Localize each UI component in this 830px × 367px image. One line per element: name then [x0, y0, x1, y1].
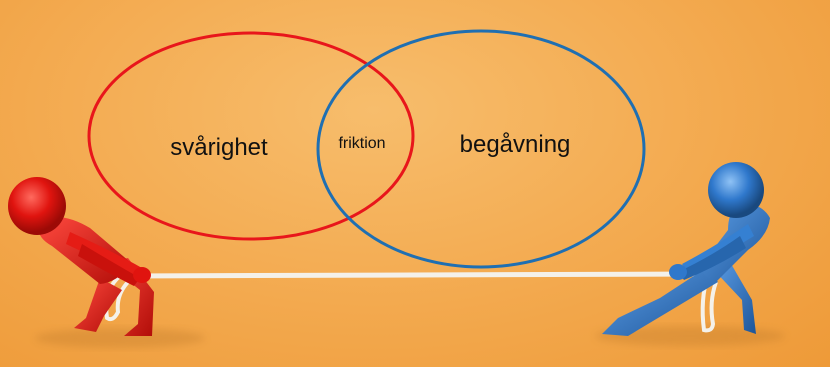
red-figure-icon [8, 177, 154, 336]
blue-figure-icon [602, 162, 770, 336]
intersection-label: friktion [338, 135, 386, 152]
left-figure-shadow [35, 328, 205, 348]
rope-right-end [700, 273, 718, 333]
rope [117, 271, 711, 279]
right-figure-shadow [595, 326, 785, 346]
left-circle-label: svårighet [170, 134, 268, 161]
right-circle-label: begåvning [459, 131, 571, 158]
right-circle [316, 29, 646, 269]
left-circle [87, 31, 415, 241]
